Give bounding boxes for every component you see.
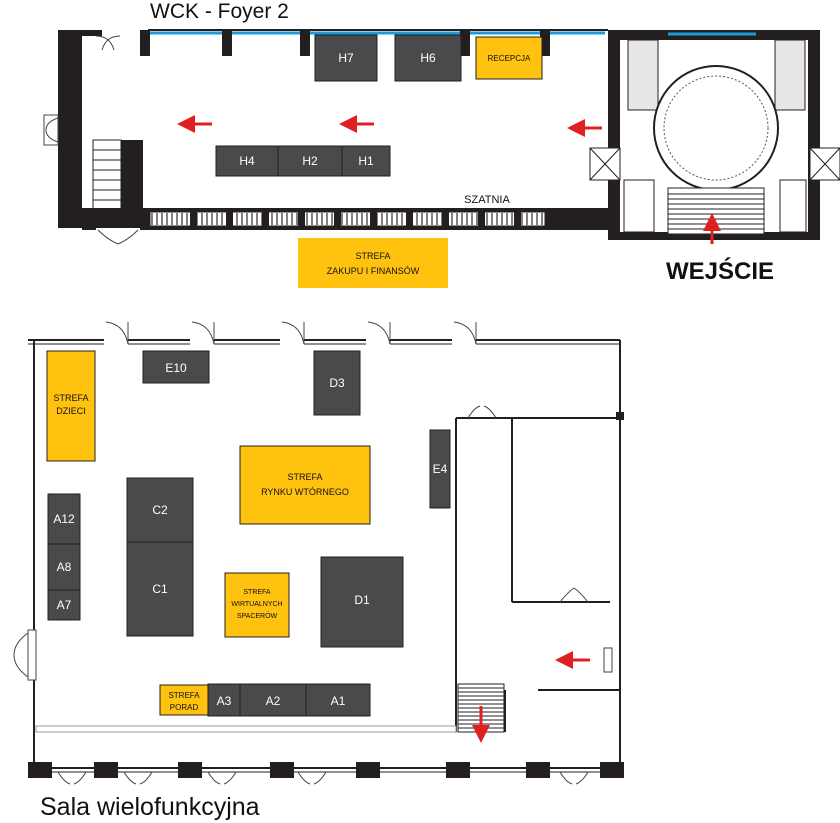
svg-text:E4: E4 [433, 462, 448, 476]
rotunda [589, 30, 840, 240]
booth-a8[interactable]: A8 [47, 543, 81, 591]
svg-text:WIRTUALNYCH: WIRTUALNYCH [231, 601, 282, 608]
map-title-hall: Sala wielofunkcyjna [40, 793, 260, 821]
svg-text:STREFA: STREFA [243, 589, 271, 596]
zone-rynku-wtornego[interactable]: STREFA RYNKU WTÓRNEGO [239, 445, 371, 525]
svg-text:H4: H4 [239, 154, 255, 168]
entrance-label: WEJŚCIE [666, 258, 775, 285]
booth-e10[interactable]: E10 [142, 350, 210, 384]
booth-h7[interactable]: H7 [314, 34, 378, 82]
svg-text:STREFA: STREFA [287, 472, 322, 482]
svg-text:D3: D3 [329, 376, 345, 390]
svg-text:RECEPCJA: RECEPCJA [488, 54, 531, 63]
booth-a12[interactable]: A12 [47, 493, 81, 545]
svg-text:A7: A7 [57, 598, 72, 612]
svg-text:A3: A3 [217, 694, 232, 708]
booth-c1[interactable]: C1 [126, 541, 194, 637]
svg-text:D1: D1 [354, 593, 370, 607]
booth-h2[interactable]: H2 [277, 145, 343, 177]
svg-text:C1: C1 [152, 582, 168, 596]
zone-wirtualnych-spacerow[interactable]: STREFA WIRTUALNYCH SPACERÓW [224, 572, 290, 638]
cloakroom-label: SZATNIA [464, 194, 510, 206]
svg-text:SPACERÓW: SPACERÓW [237, 611, 278, 620]
svg-text:STREFA: STREFA [168, 691, 200, 700]
svg-text:STREFA: STREFA [53, 393, 88, 403]
booth-d3[interactable]: D3 [313, 350, 361, 416]
svg-text:H2: H2 [302, 154, 318, 168]
foyer-west-wall [58, 30, 82, 228]
svg-text:H7: H7 [338, 51, 354, 65]
svg-text:C2: C2 [152, 503, 168, 517]
svg-text:DZIECI: DZIECI [56, 406, 86, 416]
foyer-area: SZATNIA [43, 29, 840, 245]
foyer-north-wall [82, 30, 102, 36]
svg-text:E10: E10 [165, 361, 187, 375]
booth-c2[interactable]: C2 [126, 477, 194, 543]
booth-h4[interactable]: H4 [215, 145, 279, 177]
svg-text:A12: A12 [53, 512, 75, 526]
map-title-foyer: WCK - Foyer 2 [150, 0, 289, 23]
svg-text:A1: A1 [331, 694, 346, 708]
booth-a1[interactable]: A1 [305, 683, 371, 717]
zone-porad[interactable]: STREFA PORAD [159, 684, 209, 716]
zone-recepcja[interactable]: RECEPCJA [475, 36, 543, 80]
svg-text:H1: H1 [358, 154, 374, 168]
svg-text:A2: A2 [266, 694, 281, 708]
svg-text:PORAD: PORAD [170, 703, 199, 712]
booth-h1[interactable]: H1 [341, 145, 391, 177]
svg-text:A8: A8 [57, 560, 72, 574]
booth-e4[interactable]: E4 [429, 429, 451, 509]
svg-text:STREFA: STREFA [355, 251, 390, 261]
booth-a7[interactable]: A7 [47, 589, 81, 621]
booth-d1[interactable]: D1 [320, 556, 404, 648]
booth-a3[interactable]: A3 [207, 683, 241, 717]
foyer-west-stairs [92, 139, 143, 211]
svg-text:ZAKUPU I FINANSÓW: ZAKUPU I FINANSÓW [327, 266, 420, 276]
svg-text:RYNKU WTÓRNEGO: RYNKU WTÓRNEGO [261, 487, 349, 497]
booth-a2[interactable]: A2 [239, 683, 307, 717]
svg-text:H6: H6 [420, 51, 436, 65]
zone-zakupu-i-finansow[interactable]: STREFA ZAKUPU I FINANSÓW [298, 238, 448, 288]
zone-dzieci[interactable]: STREFA DZIECI [46, 350, 96, 462]
hall-area [13, 321, 624, 785]
cloakroom [149, 211, 546, 227]
booth-h6[interactable]: H6 [394, 34, 462, 82]
